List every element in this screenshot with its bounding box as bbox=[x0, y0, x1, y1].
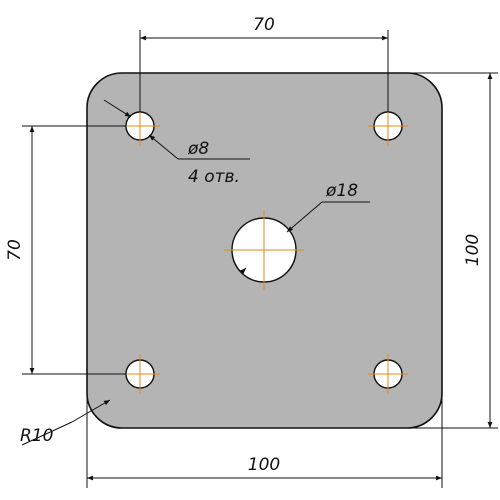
dimension-right-label: 100 bbox=[463, 234, 483, 266]
dimension-left-label: 70 bbox=[5, 239, 25, 261]
dimension-bottom: 100 bbox=[86, 395, 443, 488]
dimension-bottom-label: 100 bbox=[248, 455, 280, 475]
dimension-right: 100 bbox=[408, 72, 498, 429]
center-hole-callout: ø18 bbox=[240, 181, 370, 274]
small-hole-count-label: 4 отв. bbox=[188, 167, 240, 187]
small-hole-callout: ø8 4 отв. bbox=[103, 99, 250, 187]
dimension-top: 70 bbox=[139, 15, 389, 112]
dimension-left: 70 bbox=[5, 125, 126, 375]
center-lines bbox=[120, 106, 408, 394]
corner-radius-callout: R10 bbox=[20, 399, 111, 446]
dimension-top-label: 70 bbox=[253, 15, 275, 35]
center-hole-diameter-label: ø18 bbox=[325, 181, 358, 201]
small-hole-diameter-label: ø8 bbox=[187, 139, 209, 159]
corner-radius-label: R10 bbox=[20, 426, 53, 446]
